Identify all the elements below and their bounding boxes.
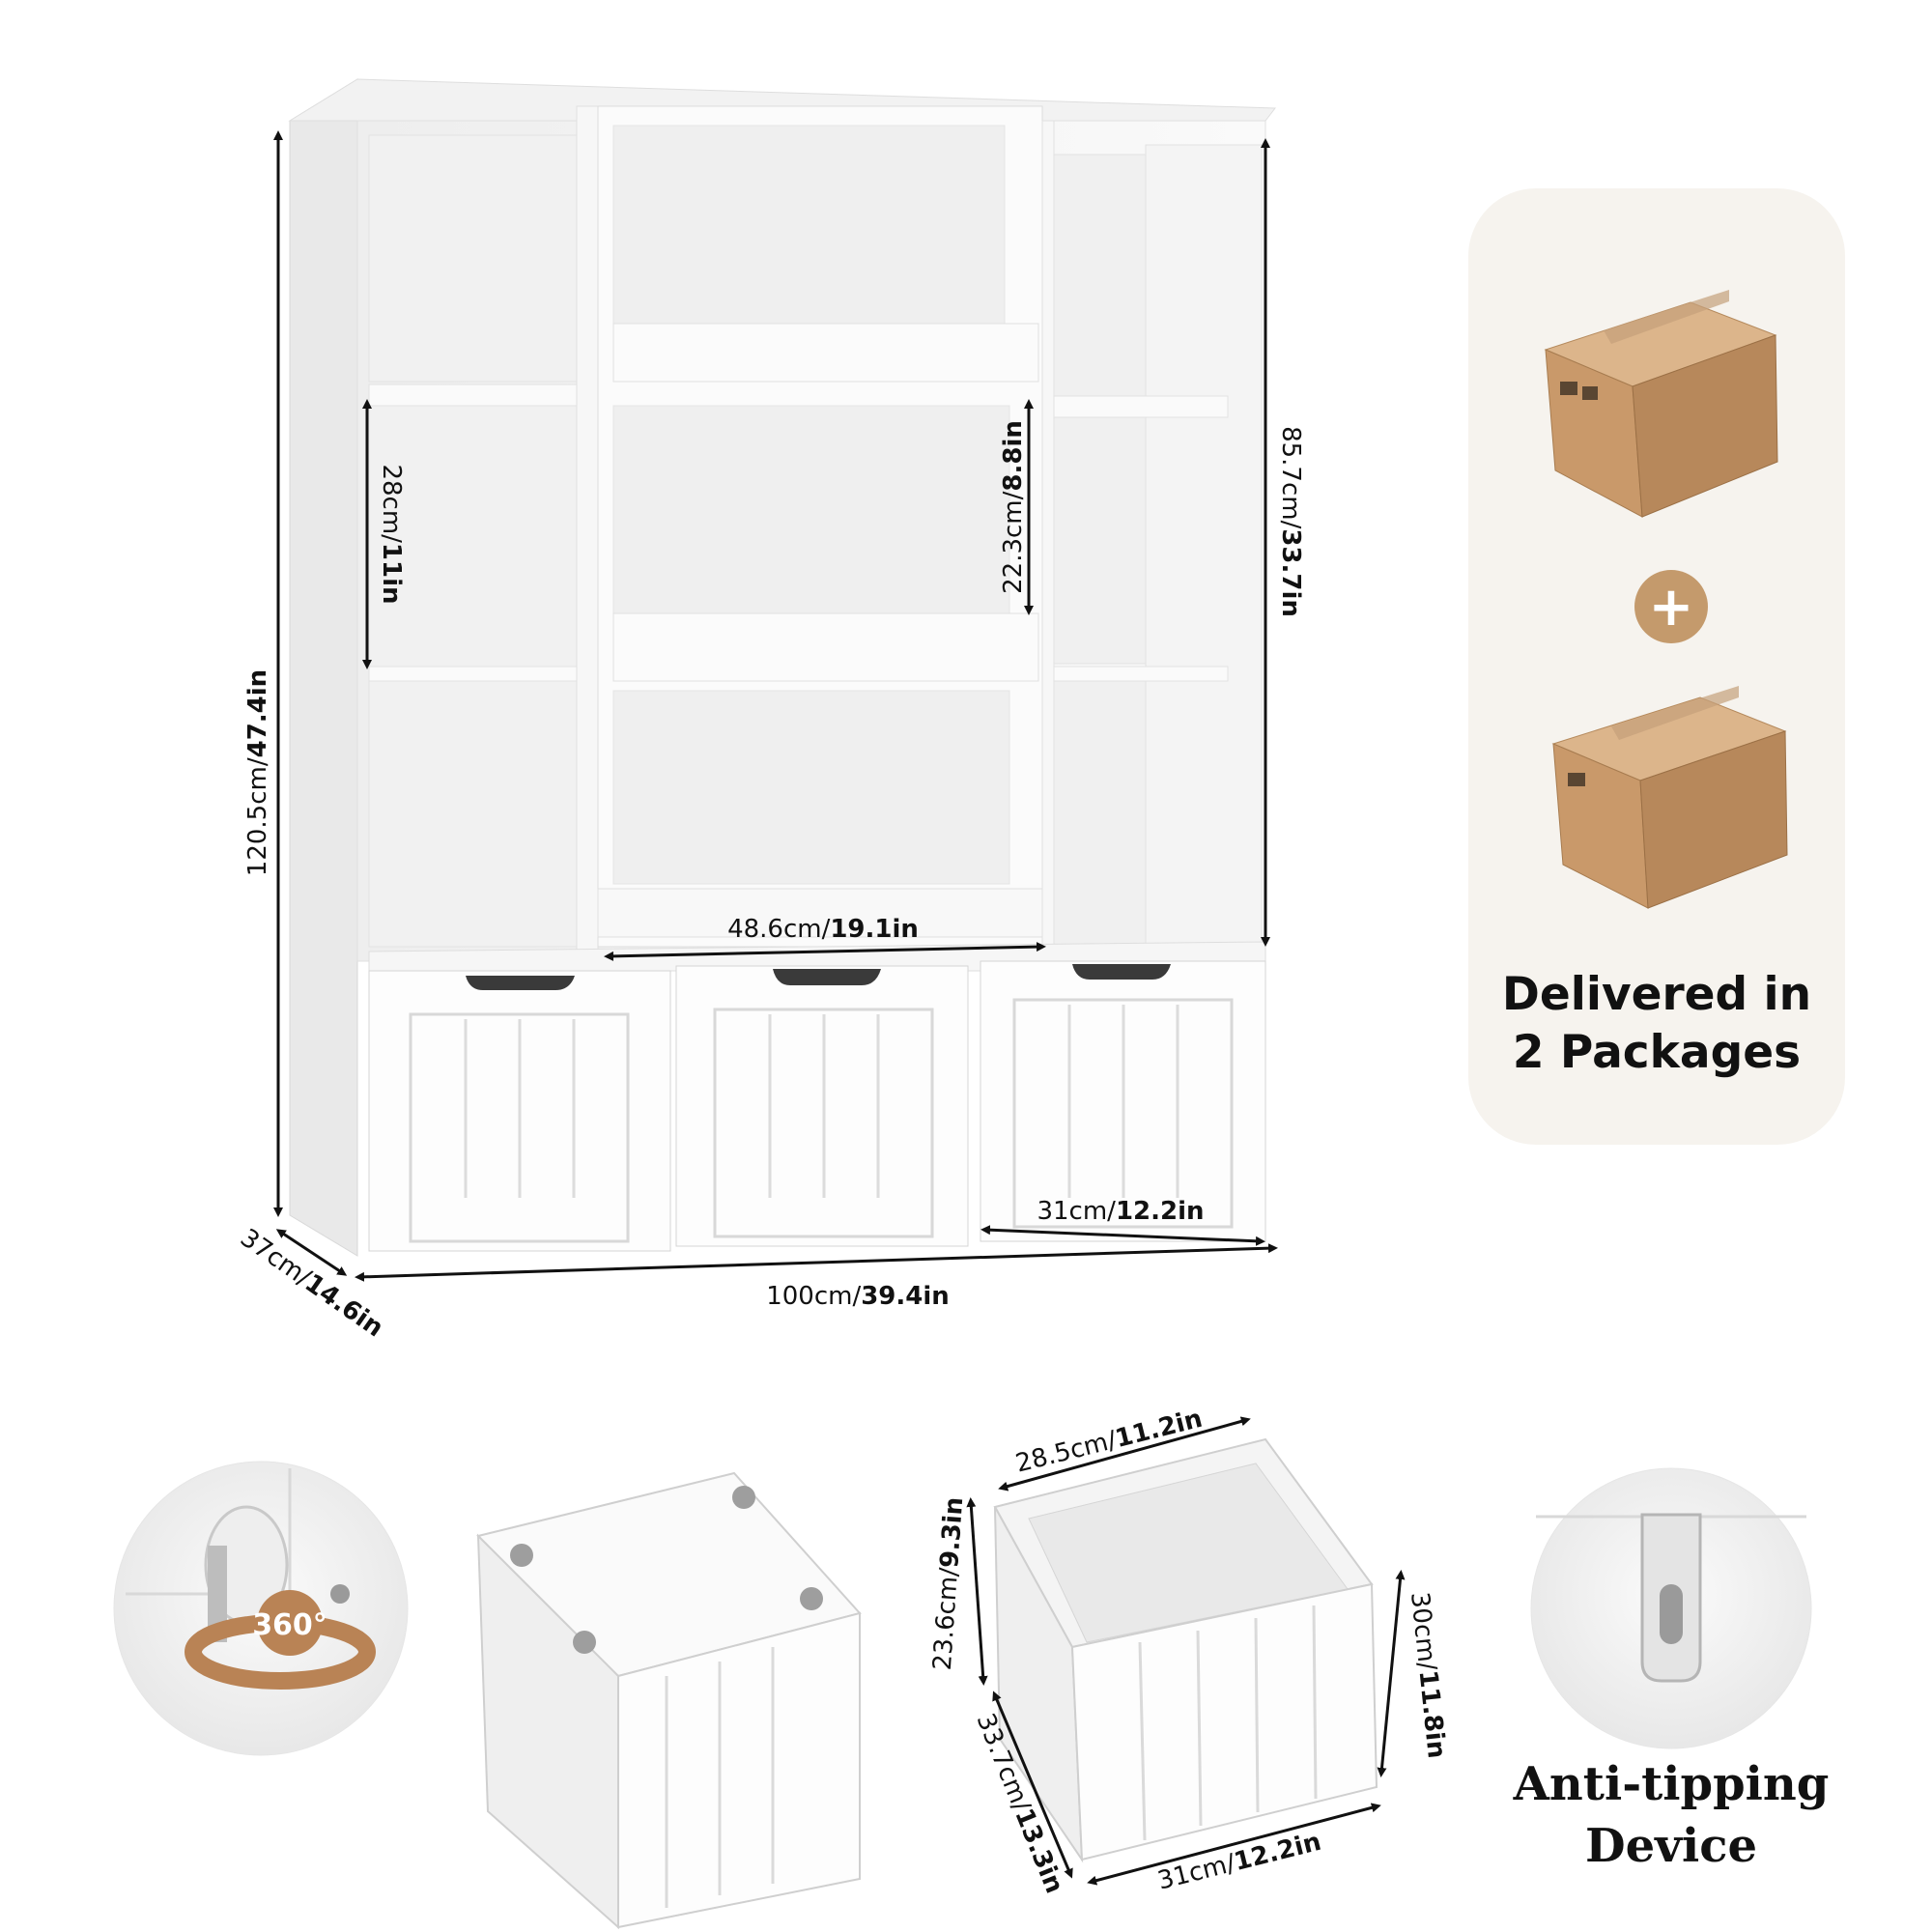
- bin-inner-height-label: 23.6cm/9.3in: [928, 1496, 969, 1671]
- bin-dimension-lines: [966, 1416, 1406, 1886]
- anti-tipping-line1: Anti-tipping: [1513, 1757, 1830, 1811]
- packages-line1: Delivered in: [1501, 968, 1812, 1021]
- bin-height-label: 30cm/11.8in: [1405, 1591, 1451, 1760]
- drawer-middle: [675, 965, 969, 1247]
- dimension-lines: [273, 130, 1278, 1282]
- height-total-label: 120.5cm/47.4in: [243, 669, 272, 876]
- depth-label: 37cm/14.6in: [235, 1224, 388, 1344]
- svg-text:+: +: [1649, 576, 1694, 639]
- wheel-detail: 360°: [113, 1461, 409, 1756]
- bin-open: [993, 1437, 1378, 1863]
- drawer-right: [980, 960, 1266, 1242]
- package-box-1: [1544, 290, 1778, 518]
- bin-front-width-label: 31cm/12.2in: [1154, 1828, 1323, 1896]
- drawer-left: [368, 970, 671, 1252]
- anti-tipping-detail: [1530, 1467, 1812, 1749]
- shelf-side-label: 28cm/11in: [377, 464, 406, 604]
- middle-width-label: 48.6cm/19.1in: [727, 915, 919, 944]
- anti-tipping-line2: Device: [1584, 1819, 1758, 1873]
- package-box-2: [1551, 686, 1788, 909]
- width-total-label: 100cm/39.4in: [766, 1282, 950, 1311]
- plus-icon: +: [1634, 570, 1708, 643]
- bookcase: [288, 78, 1276, 1257]
- packages-caption: Delivered in 2 Packages: [1468, 966, 1845, 1082]
- height-upper-label: 85.7cm/33.7in: [1276, 426, 1305, 617]
- bin-width-label: 31cm/12.2in: [1037, 1197, 1204, 1226]
- svg-text:360°: 360°: [252, 1608, 327, 1642]
- rotation-badge: [257, 1590, 323, 1656]
- shelf-middle-label: 22.3cm/8.8in: [999, 420, 1028, 594]
- bin-underside: [476, 1471, 862, 1930]
- packages-line2: 2 Packages: [1512, 1026, 1802, 1079]
- anti-tipping-caption: Anti-tipping Device: [1507, 1753, 1835, 1877]
